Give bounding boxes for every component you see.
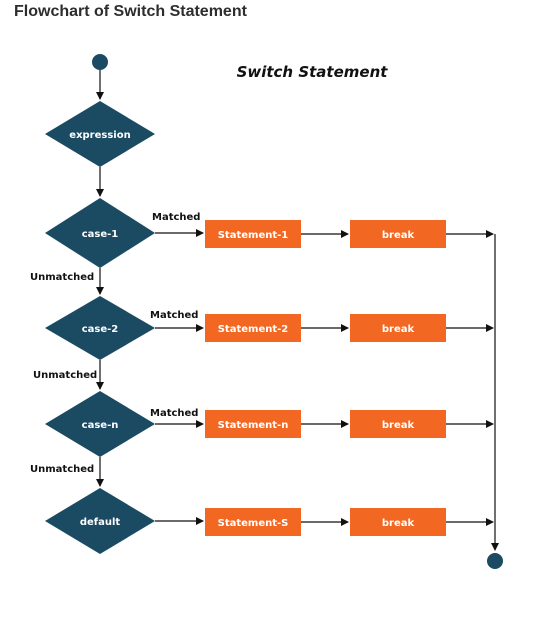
statement-2-box xyxy=(205,314,301,342)
matched-label-n: Matched xyxy=(150,408,198,419)
statement-1-label: Statement-1 xyxy=(218,230,289,241)
unmatched-label-2: Unmatched xyxy=(33,370,97,381)
statement-1-box xyxy=(205,220,301,248)
break-label-s: break xyxy=(382,518,415,529)
break-label-2: break xyxy=(382,324,415,335)
break-label-1: break xyxy=(382,230,415,241)
case-n-decision xyxy=(45,391,155,457)
unmatched-label-n: Unmatched xyxy=(30,464,94,475)
case-2-decision xyxy=(45,296,155,360)
statement-s-box xyxy=(205,508,301,536)
matched-label-2: Matched xyxy=(150,310,198,321)
default-decision xyxy=(45,488,155,554)
case-1-label: case-1 xyxy=(82,229,119,240)
statement-s-label: Statement-S xyxy=(218,518,289,529)
matched-label-1: Matched xyxy=(152,212,200,223)
break-box-s xyxy=(350,508,446,536)
case-n-label: case-n xyxy=(82,420,119,431)
expression-label: expression xyxy=(69,130,130,141)
statement-n-label: Statement-n xyxy=(218,420,289,431)
break-box-1 xyxy=(350,220,446,248)
break-box-2 xyxy=(350,314,446,342)
default-label: default xyxy=(80,517,121,528)
break-label-n: break xyxy=(382,420,415,431)
statement-n-box xyxy=(205,410,301,438)
case-2-label: case-2 xyxy=(82,324,119,335)
statement-2-label: Statement-2 xyxy=(218,324,289,335)
expression-decision xyxy=(45,101,155,167)
start-node xyxy=(92,54,108,70)
unmatched-label-1: Unmatched xyxy=(30,272,94,283)
case-1-decision xyxy=(45,198,155,268)
break-box-n xyxy=(350,410,446,438)
page-title: Flowchart of Switch Statement xyxy=(14,3,247,20)
end-node xyxy=(487,553,503,569)
diagram-title: Switch Statement xyxy=(237,63,389,81)
